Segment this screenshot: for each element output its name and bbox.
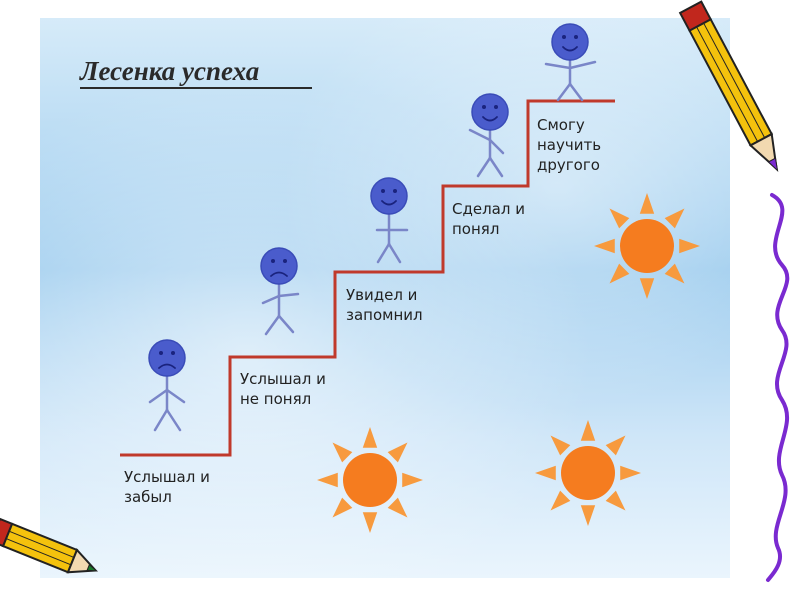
sun-ray xyxy=(639,193,655,214)
sun-ray xyxy=(679,238,700,254)
sun-ray xyxy=(664,263,685,284)
sun-icon xyxy=(317,427,423,533)
svg-text:понял: понял xyxy=(452,220,499,238)
step-label-1: Услышал и забыл xyxy=(124,468,210,506)
sun-ray xyxy=(402,472,423,488)
stick-figure-1-sad-icon xyxy=(148,339,186,432)
svg-text:Услышал и: Услышал и xyxy=(240,370,326,388)
svg-text:Увидел и: Увидел и xyxy=(346,286,417,304)
svg-text:не понял: не понял xyxy=(240,390,311,408)
step-label-2: Услышал и не понял xyxy=(240,370,326,408)
sun-ray xyxy=(362,512,378,533)
background-panel xyxy=(40,18,730,578)
svg-text:запомнил: запомнил xyxy=(346,306,423,324)
sun-ray xyxy=(332,497,353,518)
sun-ray xyxy=(580,505,596,526)
pencil-top-right-icon xyxy=(678,0,779,173)
squiggle-decoration xyxy=(766,193,790,582)
sun-ray xyxy=(550,490,571,511)
svg-text:Сделал и: Сделал и xyxy=(452,200,525,218)
sun-ray xyxy=(317,472,338,488)
sun-ray xyxy=(605,490,626,511)
sun-core xyxy=(620,219,674,273)
sun-ray xyxy=(664,208,685,229)
sun-ray xyxy=(550,435,571,456)
sun-ray xyxy=(609,208,630,229)
svg-text:Услышал и: Услышал и xyxy=(124,468,210,486)
sun-ray xyxy=(332,442,353,463)
step-label-5: Смогу научить другого xyxy=(537,116,601,174)
step-label-3: Увидел и запомнил xyxy=(346,286,423,324)
sun-ray xyxy=(387,497,408,518)
sun-icon xyxy=(535,420,641,526)
stick-figure-5-happy-icon xyxy=(544,23,597,102)
pencil-bottom-left-icon xyxy=(0,517,99,574)
svg-text:забыл: забыл xyxy=(124,488,172,506)
sun-ray xyxy=(605,435,626,456)
sun-ray xyxy=(609,263,630,284)
sun-icon xyxy=(594,193,700,299)
sun-core xyxy=(343,453,397,507)
svg-text:Смогу: Смогу xyxy=(537,116,585,134)
sun-core xyxy=(561,446,615,500)
sun-ray xyxy=(387,442,408,463)
stick-figure-4-happy-icon xyxy=(468,93,509,178)
sun-ray xyxy=(362,427,378,448)
staircase-line xyxy=(120,99,615,457)
step-label-4: Сделал и понял xyxy=(452,200,525,238)
sun-ray xyxy=(580,420,596,441)
stick-figure-2-sad-icon xyxy=(260,247,300,336)
svg-text:научить: научить xyxy=(537,136,601,154)
sun-ray xyxy=(620,465,641,481)
stick-figure-3-happy-icon xyxy=(370,177,409,264)
sun-ray xyxy=(639,278,655,299)
sun-ray xyxy=(594,238,615,254)
sun-ray xyxy=(535,465,556,481)
page-title: Лесенка успеха xyxy=(79,56,259,86)
svg-text:другого: другого xyxy=(537,156,600,174)
